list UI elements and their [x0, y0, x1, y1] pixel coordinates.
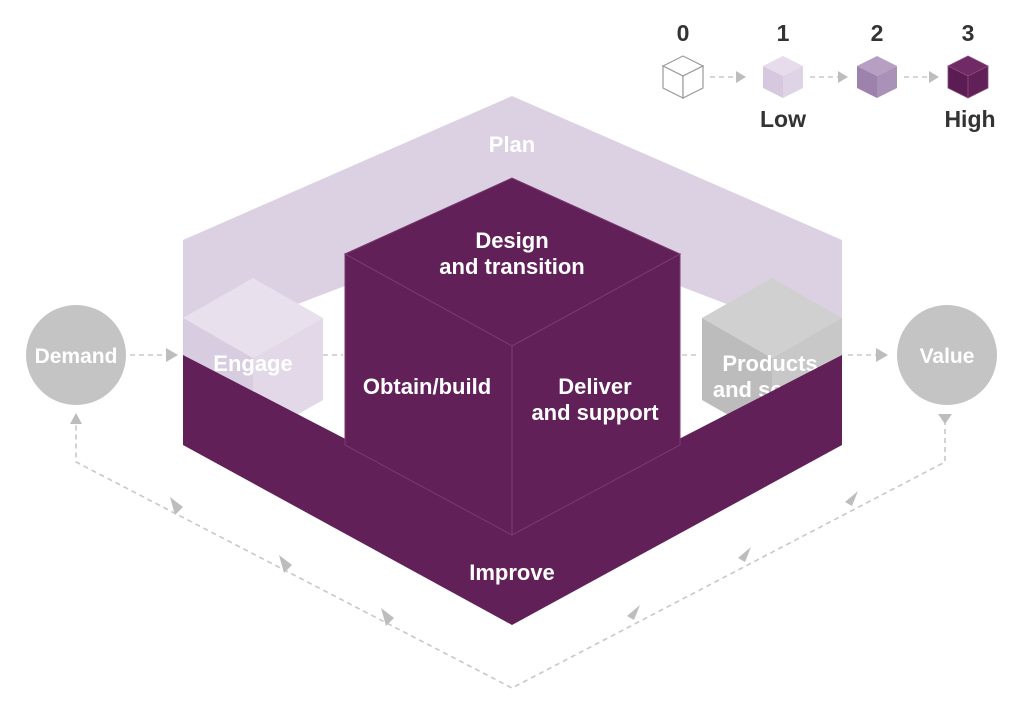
loop-arrow-icon — [170, 497, 183, 515]
design-label-line2: and transition — [439, 254, 584, 279]
legend-arrow-icon — [736, 71, 746, 83]
loop-arrow-icon — [627, 605, 640, 620]
loop-arrow-icon — [279, 555, 292, 573]
loop-arrow-icon — [738, 547, 751, 562]
legend-level-2-number: 2 — [871, 20, 884, 46]
obtain-build-label: Obtain/build — [363, 374, 491, 399]
value-label: Value — [920, 345, 975, 368]
loop-arrow-icon — [845, 491, 858, 506]
demand-arrow-icon — [166, 348, 178, 362]
legend-cube-1-icon — [763, 56, 803, 98]
deliver-label-line1: Deliver — [558, 374, 632, 399]
demand-node: Demand — [26, 305, 126, 405]
value-down-arrow-icon — [938, 414, 952, 424]
deliver-support-face — [511, 253, 681, 536]
legend-arrow-icon — [929, 71, 939, 83]
value-circle — [897, 305, 997, 405]
loop-arrow-icon — [381, 608, 394, 626]
products-label-line1: Products — [722, 351, 817, 376]
design-label-line1: Design — [475, 228, 548, 253]
plan-label: Plan — [489, 132, 535, 157]
legend: 0 1 2 3 — [661, 20, 996, 132]
legend-arrow-icon — [838, 71, 848, 83]
value-arrow-icon — [876, 348, 888, 362]
legend-low-label: Low — [760, 106, 806, 132]
legend-level-3-number: 3 — [962, 20, 975, 46]
demand-up-arrow-icon — [70, 413, 82, 424]
legend-level-0-number: 0 — [677, 20, 690, 46]
legend-high-label: High — [944, 106, 995, 132]
deliver-label-line2: and support — [531, 400, 659, 425]
engage-label: Engage — [213, 351, 292, 376]
demand-circle — [26, 305, 126, 405]
legend-level-1-number: 1 — [777, 20, 790, 46]
value-node: Value — [897, 305, 997, 405]
legend-cube-0-icon — [661, 55, 705, 99]
center-cube: Design and transition Obtain/build Deliv… — [343, 177, 682, 536]
legend-cube-3-icon — [947, 55, 989, 99]
feedback-dashed-line — [75, 420, 946, 689]
improve-band — [183, 355, 842, 625]
demand-label: Demand — [35, 345, 118, 368]
feedback-loop — [70, 413, 952, 689]
improve-label: Improve — [469, 560, 555, 585]
legend-cube-2-icon — [857, 56, 897, 98]
